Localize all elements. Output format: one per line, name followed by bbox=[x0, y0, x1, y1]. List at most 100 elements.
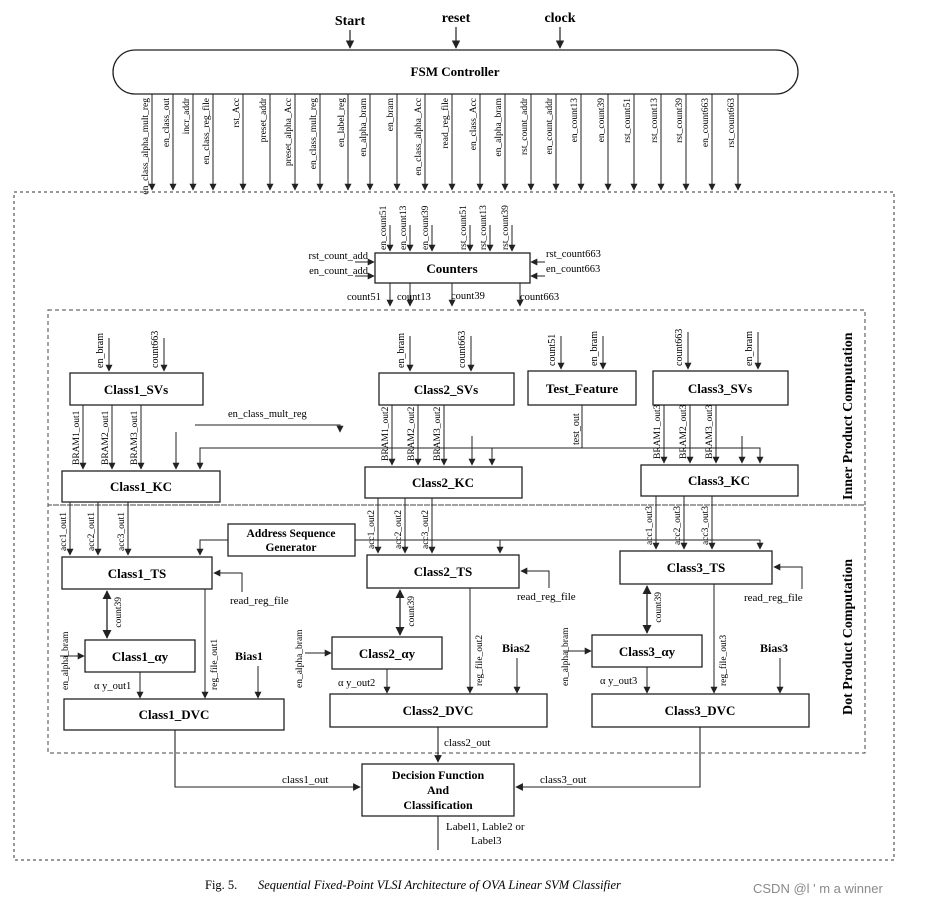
counter-input-label: rst_count51 bbox=[459, 205, 469, 250]
read-reg-file-label: read_reg_file bbox=[744, 592, 803, 604]
class3-ts-block: Class3_TS bbox=[619, 550, 773, 585]
class1-dvc-block: Class1_DVC bbox=[63, 698, 285, 731]
class3-kc-title: Class3_KC bbox=[688, 473, 750, 488]
fsm-signal-label: en_alpha_bram bbox=[494, 97, 504, 156]
caption-text: Sequential Fixed-Point VLSI Architecture… bbox=[258, 878, 621, 892]
class3-svs-block: Class3_SVs bbox=[652, 370, 789, 406]
acc-c3-label: acc3_out3 bbox=[701, 506, 711, 545]
test-out-label: test_out bbox=[571, 413, 582, 445]
fsm-signal-label: rst_count663 bbox=[727, 98, 737, 148]
reg-file-out-label: reg_file_out2 bbox=[474, 635, 485, 686]
bram-c2-label: BRAM1_out2 bbox=[381, 406, 391, 461]
bram-c2-label: BRAM2_out2 bbox=[407, 406, 417, 461]
class3-dvc-block: Class3_DVC bbox=[591, 693, 810, 728]
start-label: Start bbox=[335, 14, 366, 29]
rst-count-add-label: rst_count_add bbox=[309, 251, 369, 262]
fsm-signal-label: preset_addr bbox=[259, 97, 269, 142]
decision-line3: Classification bbox=[403, 798, 473, 812]
inner-product-region bbox=[47, 309, 866, 506]
test-feature-block: Test_Feature bbox=[527, 370, 637, 406]
count13-out-label: count13 bbox=[397, 292, 431, 303]
clock-label: clock bbox=[544, 11, 575, 26]
fsm-signal-label: rst_count51 bbox=[623, 98, 633, 143]
class3-ay-block: Class3_αy bbox=[591, 634, 703, 668]
fsm-controller: FSM Controller bbox=[112, 49, 799, 95]
class2-ts-block: Class2_TS bbox=[366, 554, 520, 589]
read-reg-file-label: read_reg_file bbox=[517, 591, 576, 603]
class3-kc-block: Class3_KC bbox=[640, 464, 799, 497]
bram-c1-label: BRAM2_out1 bbox=[101, 410, 111, 465]
outer-boundary bbox=[13, 191, 895, 861]
fsm-signal-label: en_alpha_bram bbox=[359, 97, 369, 156]
addr-gen-block: Address Sequence Generator bbox=[227, 523, 356, 557]
class1-dvc-title: Class1_DVC bbox=[139, 707, 210, 722]
acc-c2-label: acc2_out2 bbox=[394, 510, 404, 549]
count51-tf-label: count51 bbox=[547, 334, 558, 366]
bram-c3-label: BRAM3_out3 bbox=[705, 404, 715, 459]
class2-kc-title: Class2_KC bbox=[412, 475, 474, 490]
read-reg-file-line bbox=[213, 569, 243, 592]
en-bram-2-label: en_bram bbox=[396, 333, 407, 368]
test-feature-title: Test_Feature bbox=[546, 381, 618, 396]
labels-line2: Label3 bbox=[471, 835, 502, 847]
acc-c3-label: acc1_out3 bbox=[645, 506, 655, 545]
addr-gen-line1: Address Sequence bbox=[247, 528, 336, 540]
class2-out-label: class2_out bbox=[444, 737, 490, 749]
class3-ay-title: Class3_αy bbox=[619, 644, 676, 659]
count663-1-label: count663 bbox=[150, 331, 161, 368]
class3-ts-title: Class3_TS bbox=[667, 560, 726, 575]
count39-out-label: count39 bbox=[451, 291, 485, 302]
acc-c1-label: acc2_out1 bbox=[87, 512, 97, 551]
ay-out-label: α y_out1 bbox=[94, 681, 131, 692]
addr-gen-line2: Generator bbox=[265, 542, 316, 554]
fsm-signal-label: rst_count13 bbox=[650, 98, 660, 143]
top-inputs: Start reset clock bbox=[335, 11, 576, 49]
fsm-signal-label: preset_alpha_Acc bbox=[284, 98, 294, 166]
bias-label: Bias1 bbox=[235, 649, 263, 663]
en-alpha-bram-label: en_alpha_bram bbox=[61, 631, 71, 690]
counter-input-label: rst_count39 bbox=[501, 205, 511, 250]
fsm-signal-label: en_label_reg bbox=[337, 98, 347, 147]
fsm-signal-label: rst_count_addr bbox=[520, 97, 530, 155]
bram-c3-label: BRAM2_out3 bbox=[679, 404, 689, 459]
fsm-signal-label: en_bram bbox=[386, 97, 396, 131]
class1-kc-title: Class1_KC bbox=[110, 479, 172, 494]
decision-io: class1_out class2_out class3_out Label1,… bbox=[174, 727, 701, 850]
class2-ay-block: Class2_αy bbox=[331, 636, 443, 670]
en-count-add-label: en_count_add bbox=[309, 266, 369, 277]
counter-input-label: en_count51 bbox=[379, 205, 389, 250]
en-bram-1-label: en_bram bbox=[95, 333, 106, 368]
en-count663-label: en_count663 bbox=[546, 264, 600, 275]
counters-block: Counters bbox=[374, 252, 531, 284]
class3-dvc-title: Class3_DVC bbox=[665, 703, 736, 718]
fsm-title: FSM Controller bbox=[411, 64, 500, 79]
counters-title: Counters bbox=[426, 261, 477, 276]
reset-label: reset bbox=[442, 11, 471, 26]
decision-block: Decision Function And Classification bbox=[361, 763, 515, 817]
class1-out-label: class1_out bbox=[282, 774, 328, 786]
bram-c3-label: BRAM1_out3 bbox=[653, 404, 663, 459]
counter-input-label: en_count13 bbox=[399, 205, 409, 250]
decision-line2: And bbox=[427, 783, 449, 797]
fsm-signal-label: incr_addr bbox=[182, 97, 192, 134]
reg-file-out-label: reg_file_out3 bbox=[718, 635, 729, 686]
class3-out-label: class3_out bbox=[540, 774, 586, 786]
acc-c1-label: acc1_out1 bbox=[59, 512, 69, 551]
class2-ay-title: Class2_αy bbox=[359, 646, 416, 661]
fsm-signal-label: en_count13 bbox=[570, 98, 580, 143]
ay-out-label: α y_out3 bbox=[600, 676, 637, 687]
class2-ts-title: Class2_TS bbox=[414, 564, 473, 579]
class1-svs-block: Class1_SVs bbox=[69, 372, 204, 406]
class2-svs-title: Class2_SVs bbox=[414, 382, 478, 397]
read-reg-file-line bbox=[520, 567, 550, 588]
class1-ts-block: Class1_TS bbox=[61, 556, 213, 590]
inner-product-label: Inner Product Computation bbox=[841, 332, 856, 500]
fsm-signal-label: en_class_mult_reg bbox=[309, 98, 319, 169]
read-reg-file-label: read_reg_file bbox=[230, 595, 289, 607]
fsm-signal-label: rst_count39 bbox=[675, 98, 685, 143]
labels-line1: Label1, Lable2 or bbox=[446, 821, 525, 833]
fsm-signal-label: en_count663 bbox=[701, 98, 711, 147]
